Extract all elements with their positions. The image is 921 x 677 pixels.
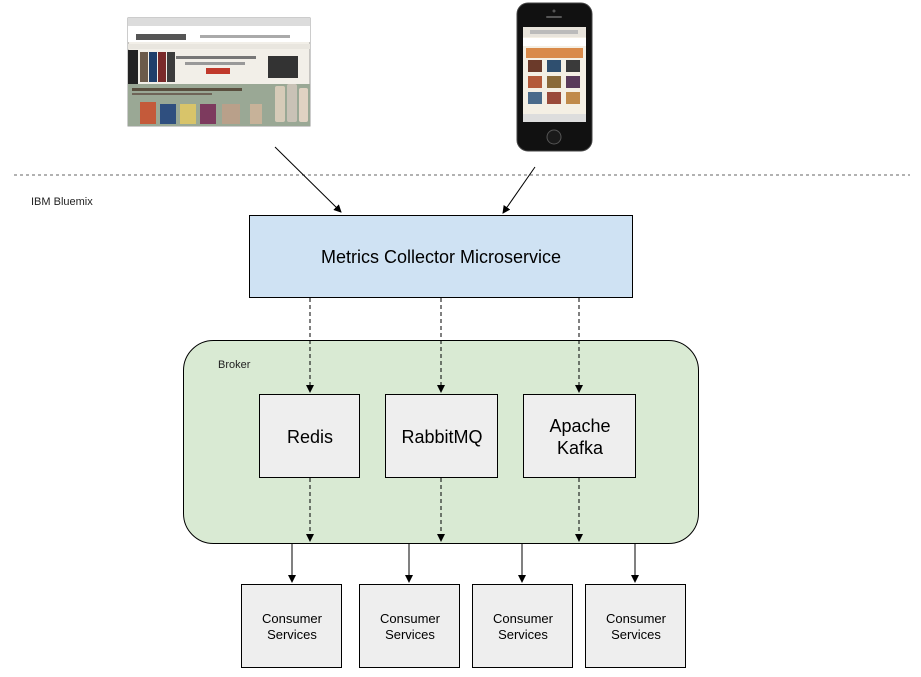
arrow-desktop-to-collector [274, 146, 342, 213]
broker-item-rabbitmq-label: RabbitMQ [401, 426, 483, 447]
consumer-box-1 [241, 584, 342, 668]
consumer-box-3 [472, 584, 573, 668]
consumer-4-label: Consumer Services [606, 610, 666, 642]
broker-box-rabbitmq [385, 394, 498, 478]
broker-item-kafka-label: Apache Kafka [549, 415, 611, 458]
consumer-1-label: Consumer Services [262, 610, 322, 642]
arrow-mobile-to-collector [502, 166, 536, 214]
broker-item-redis-label: Redis [286, 426, 334, 447]
mobile-phone-screenshot [516, 2, 593, 152]
consumer-box-2 [359, 584, 460, 668]
consumer-box-4 [585, 584, 686, 668]
broker-box-kafka [523, 394, 636, 478]
desktop-browser-screenshot [127, 17, 311, 127]
collector-label: Metrics Collector Microservice [320, 246, 562, 267]
consumer-3-label: Consumer Services [493, 610, 553, 642]
broker-box-redis [259, 394, 360, 478]
metrics-collector-box [249, 215, 633, 298]
broker-label: Broker [218, 359, 251, 371]
consumer-2-label: Consumer Services [380, 610, 440, 642]
region-label: IBM Bluemix [31, 196, 93, 208]
